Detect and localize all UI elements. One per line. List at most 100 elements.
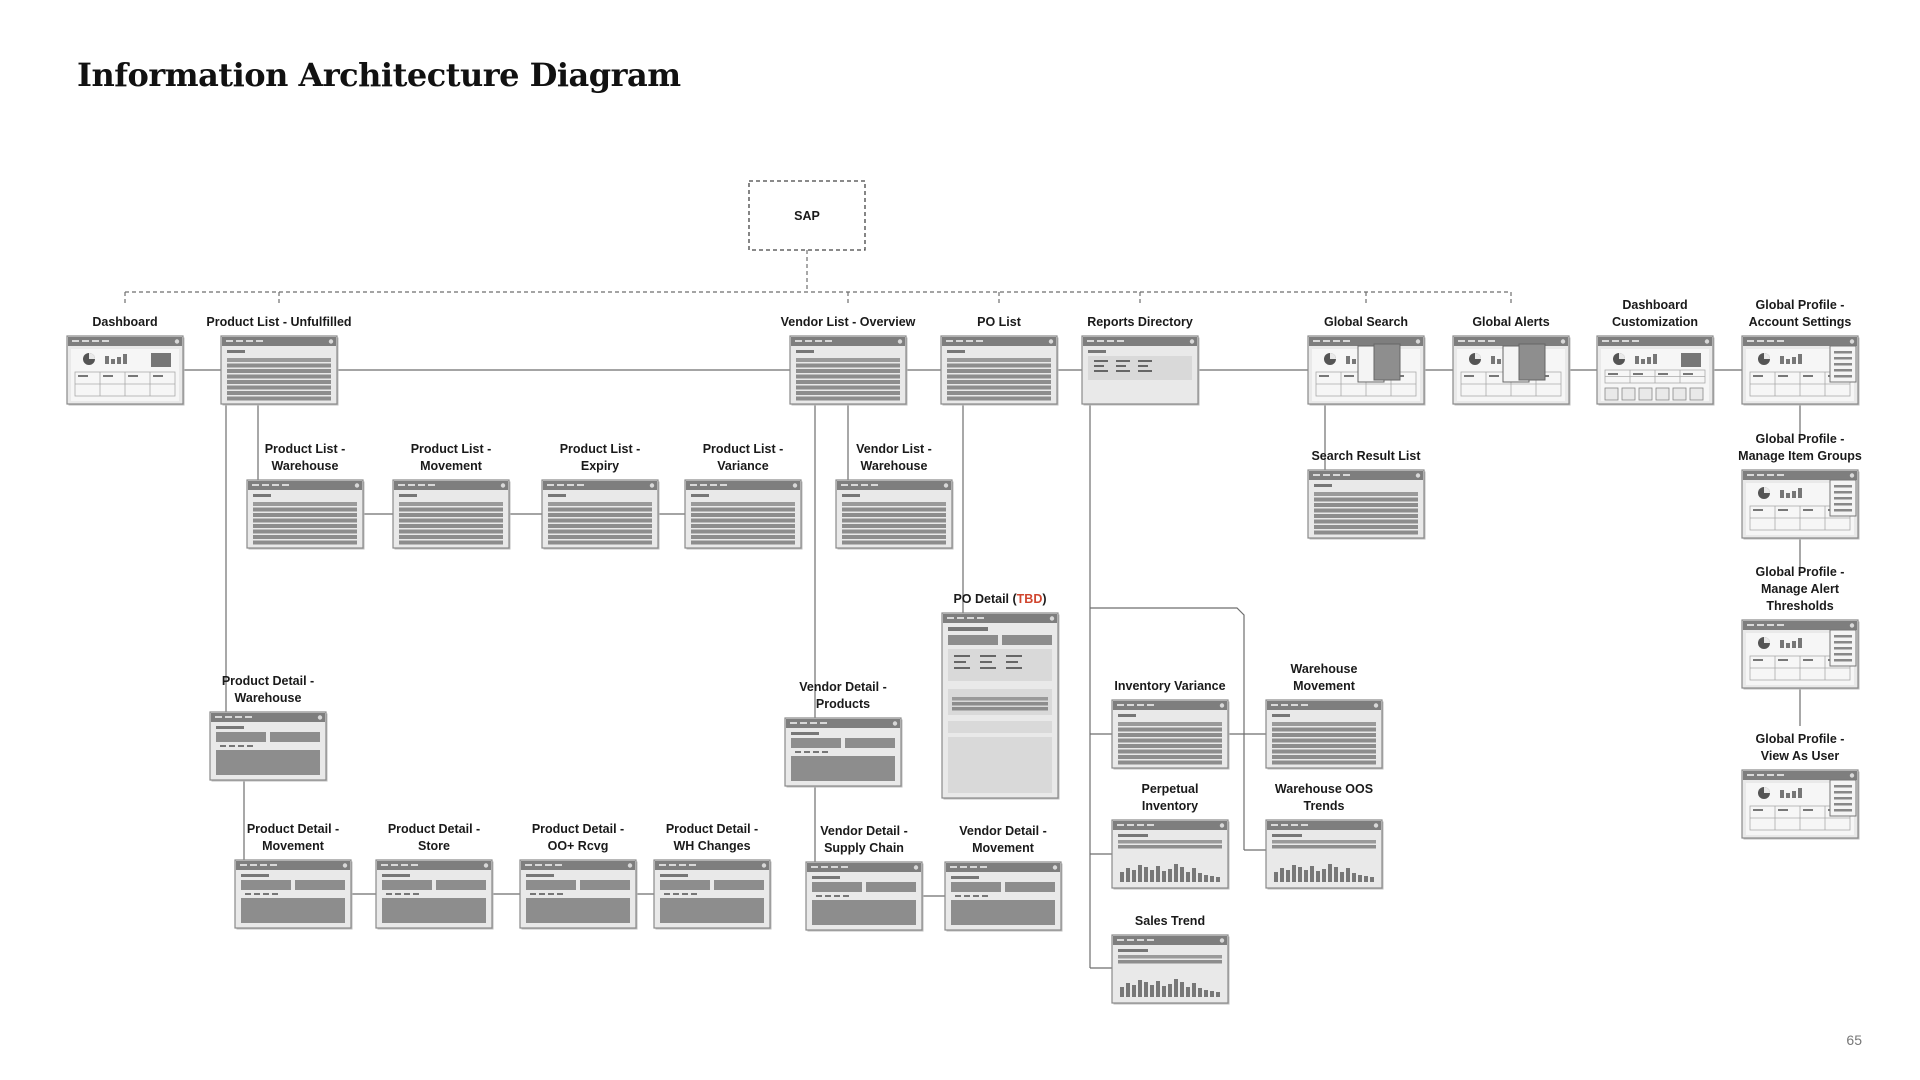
- nav-dash: [408, 484, 415, 486]
- page-number: 65: [1846, 1032, 1862, 1048]
- nav-dash: [956, 340, 963, 342]
- node-label: Global Profile -: [1756, 565, 1845, 579]
- nav-dash: [1147, 824, 1154, 826]
- nav-dash: [861, 484, 868, 486]
- node-product-list-variance: Product List -Variance: [684, 442, 803, 550]
- table-row-bar: [1272, 749, 1376, 754]
- text-line: [954, 667, 970, 669]
- bar-mark: [1792, 791, 1796, 798]
- nav-dash: [1271, 704, 1278, 706]
- bar-mark: [1364, 876, 1368, 882]
- detail-content: [241, 898, 345, 923]
- node-label: Product List -: [265, 442, 346, 456]
- node-product-detail-warehouse: Product Detail -Warehouse: [209, 674, 328, 782]
- detail-content: [791, 756, 895, 781]
- nav-dash: [1747, 474, 1754, 476]
- nav-dash: [1612, 340, 1619, 342]
- panel-line: [1834, 791, 1852, 794]
- table-row-bar: [253, 529, 357, 534]
- nav-dash: [1117, 704, 1124, 706]
- widget-dash: [1753, 375, 1763, 377]
- thumbnail-titlebar: [786, 719, 900, 728]
- pie-slice: [1330, 353, 1336, 359]
- nav-dash: [1757, 340, 1764, 342]
- widget-dash: [1683, 373, 1693, 375]
- tab-dash: [822, 751, 828, 753]
- node-label: Movement: [420, 459, 483, 473]
- window-dot: [317, 715, 323, 720]
- table-row-bar: [1314, 525, 1418, 529]
- panel-line: [1834, 809, 1852, 812]
- nav-dash: [1137, 824, 1144, 826]
- node-inventory-variance: Inventory Variance: [1111, 679, 1230, 770]
- node-label: Movement: [972, 841, 1035, 855]
- window-dot: [1415, 339, 1421, 344]
- table-row-bar: [253, 507, 357, 512]
- detail-heading: [951, 876, 979, 879]
- node-vendor-detail-products: Vendor Detail -Products: [784, 680, 903, 788]
- panel-line: [1834, 363, 1852, 366]
- bar-mark: [1647, 357, 1651, 364]
- tab-dash: [682, 893, 688, 895]
- tab-dash: [964, 895, 970, 897]
- nav-dash: [960, 866, 967, 868]
- nav-dash: [260, 864, 267, 866]
- nav-dash: [381, 864, 388, 866]
- nav-dash: [967, 617, 974, 619]
- table-row-bar: [842, 518, 946, 523]
- nav-dash: [825, 340, 832, 342]
- window-dot: [1219, 823, 1225, 828]
- text-line: [980, 655, 996, 657]
- nav-dash: [557, 484, 564, 486]
- thumbnail-titlebar: [222, 337, 336, 346]
- detail-field: [948, 635, 998, 645]
- bar-mark: [1635, 356, 1639, 364]
- nav-dash: [1323, 340, 1330, 342]
- panel-line: [1834, 803, 1852, 806]
- pie-slice: [1764, 353, 1770, 359]
- node-product-list-expiry: Product List -Expiry: [541, 442, 660, 550]
- bar-mark: [1641, 359, 1645, 364]
- tab-dash: [843, 895, 849, 897]
- node-label: Product List -: [560, 442, 641, 456]
- list-heading: [1272, 714, 1290, 717]
- node-label: Products: [816, 697, 870, 711]
- bar-mark: [1304, 870, 1308, 882]
- node-po-list: PO List: [940, 315, 1059, 406]
- table-row-bar: [1314, 519, 1418, 524]
- bar-mark: [123, 354, 127, 364]
- list-heading: [947, 350, 965, 353]
- detail-field: [216, 732, 266, 742]
- bar-mark: [1310, 866, 1314, 882]
- nav-dash: [1343, 474, 1350, 476]
- table-row-bar: [947, 369, 1051, 373]
- node-label: Store: [418, 839, 450, 853]
- tab-dash: [973, 895, 979, 897]
- nav-dash: [790, 722, 797, 724]
- table-row-bar: [399, 529, 503, 534]
- bar-mark: [1138, 865, 1142, 882]
- bar-mark: [1210, 991, 1214, 997]
- table-row-bar: [691, 518, 795, 523]
- sap-box: [748, 180, 866, 251]
- table-row-bar: [947, 363, 1051, 368]
- detail-heading: [660, 874, 688, 877]
- window-dot: [1849, 473, 1855, 478]
- table-row-bar: [947, 358, 1051, 362]
- nav-dash: [547, 484, 554, 486]
- nav-dash: [800, 722, 807, 724]
- bar-mark: [1126, 983, 1130, 997]
- table-row-bar: [1118, 727, 1222, 732]
- thumbnail-titlebar: [1083, 337, 1197, 346]
- nav-dash: [690, 484, 697, 486]
- bar-mark: [1280, 868, 1284, 882]
- node-label: Global Alerts: [1472, 315, 1549, 329]
- detail-heading: [216, 726, 244, 729]
- table-row-bar: [1272, 722, 1376, 726]
- bar-mark: [1186, 872, 1190, 882]
- tab-dash: [813, 751, 819, 753]
- node-product-detail-store: Product Detail -Store: [375, 822, 494, 930]
- window-dot: [761, 863, 767, 868]
